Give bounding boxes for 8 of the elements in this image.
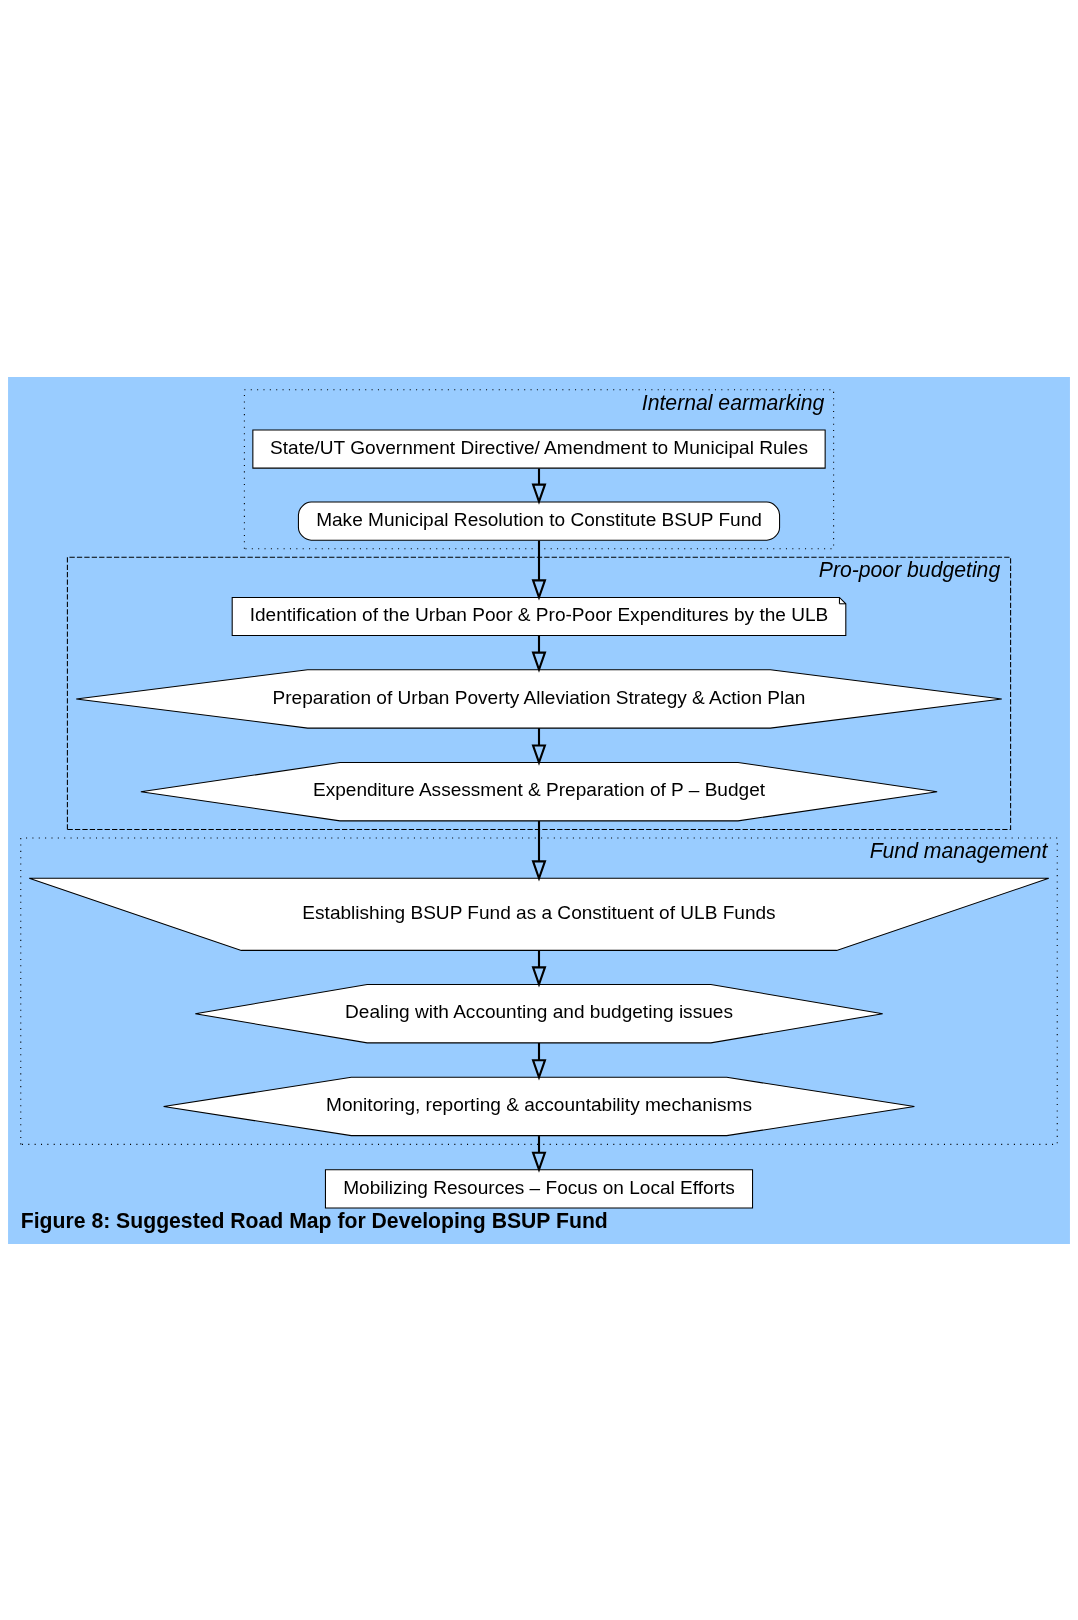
arrow <box>531 635 547 673</box>
node-box: Mobilizing Resources – Focus on Local Efforts <box>324 1168 754 1208</box>
node-box: State/UT Government Directive/ Amendment to Municipal Rules <box>252 428 826 469</box>
arrow <box>531 1135 547 1173</box>
caption: Figure 8: Suggested Road Map for Developing BSUP Fund <box>20 1208 608 1232</box>
arrow <box>531 540 547 601</box>
node-box: Make Municipal Resolution to Constitute BSUP Fund <box>297 501 781 541</box>
arrow <box>531 820 547 882</box>
